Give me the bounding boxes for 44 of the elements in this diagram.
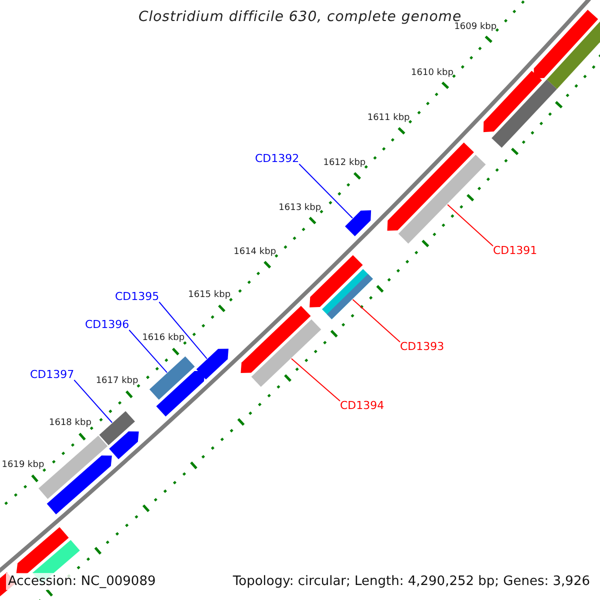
- scale-label: 1618 kbp: [49, 418, 92, 428]
- gene-feature: [387, 142, 474, 231]
- scale-label: 1613 kbp: [278, 202, 322, 213]
- scale-label: 1616 kbp: [142, 333, 185, 344]
- gene-label: CD1393: [400, 340, 444, 353]
- gene-feature: [345, 210, 372, 236]
- scale-label: 1617 kbp: [96, 376, 138, 386]
- scale-label: 1610 kbp: [411, 68, 454, 78]
- scale-label: 1615 kbp: [188, 290, 231, 300]
- gene-label: CD1391: [493, 244, 538, 257]
- gene-feature: [251, 319, 322, 387]
- gene-feature: [492, 80, 557, 148]
- gene-feature: [310, 255, 363, 308]
- scale-label: 1609 kbp: [454, 22, 497, 32]
- leader-line: [447, 204, 494, 246]
- gene-feature: [534, 10, 598, 79]
- gene-label: CD1397: [30, 368, 74, 381]
- gene-feature: [546, 21, 600, 90]
- scale-label: 1614 kbp: [234, 246, 276, 257]
- gene-feature: [99, 411, 135, 446]
- scale-label: 1619 kbp: [2, 460, 44, 470]
- gene-label: CD1394: [340, 399, 384, 412]
- gene-feature: [46, 456, 112, 514]
- accession-text: Accession: NC_009089: [6, 573, 158, 590]
- gene-feature: [240, 306, 311, 373]
- scale-label: 1612 kbp: [323, 158, 366, 168]
- gene-label: CD1392: [255, 152, 300, 165]
- gene-feature: [156, 370, 205, 417]
- gene-feature: [196, 348, 228, 380]
- gene-label: CD1395: [115, 290, 160, 303]
- leader-line: [352, 299, 400, 342]
- gene-feature: [398, 154, 486, 244]
- leader-line: [298, 164, 354, 219]
- gene-feature: [109, 431, 139, 460]
- leader-line: [158, 302, 208, 360]
- gene-feature: [149, 356, 195, 400]
- scale-label: 1611 kbp: [367, 113, 410, 124]
- gene-feature: [483, 70, 542, 132]
- gene-feature: [322, 268, 373, 320]
- gene-feature: [16, 527, 69, 574]
- leader-line: [290, 358, 340, 402]
- gene-label: CD1396: [85, 318, 130, 331]
- genome-stats-text: Topology: circular; Length: 4,290,252 bp; Genes: 3,926: [230, 573, 592, 590]
- leader-line: [128, 330, 168, 374]
